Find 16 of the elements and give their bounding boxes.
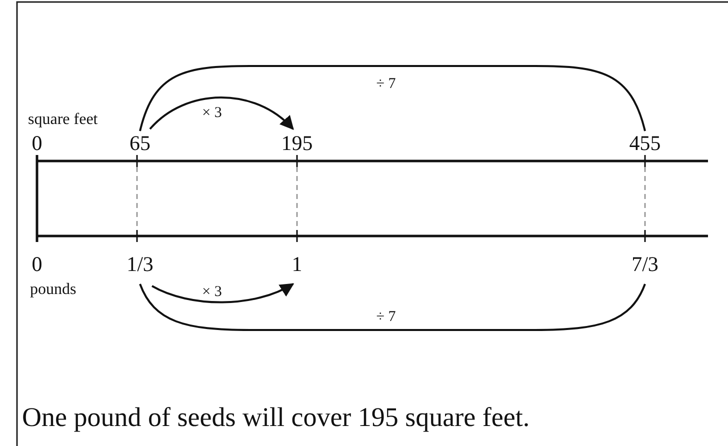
number-label: 7/3: [620, 252, 670, 276]
axis-label: pounds: [30, 281, 76, 299]
curved-connector: [139, 65, 646, 132]
number-label: 1/3: [115, 252, 165, 276]
axis-label: square feet: [28, 111, 98, 129]
number-label: 195: [272, 131, 322, 155]
curved-arrow: [149, 96, 294, 130]
number-label: 455: [620, 131, 670, 155]
curved-arrow: [152, 283, 294, 304]
edge-label: × 3: [200, 284, 224, 300]
number-label: 0: [12, 131, 62, 155]
number-label: 65: [115, 131, 165, 155]
curved-connector: [139, 284, 646, 331]
conclusion-sentence: One pound of seeds will cover 195 square feet.: [22, 402, 530, 433]
number-label: 1: [272, 252, 322, 276]
number-label: 0: [12, 252, 62, 276]
